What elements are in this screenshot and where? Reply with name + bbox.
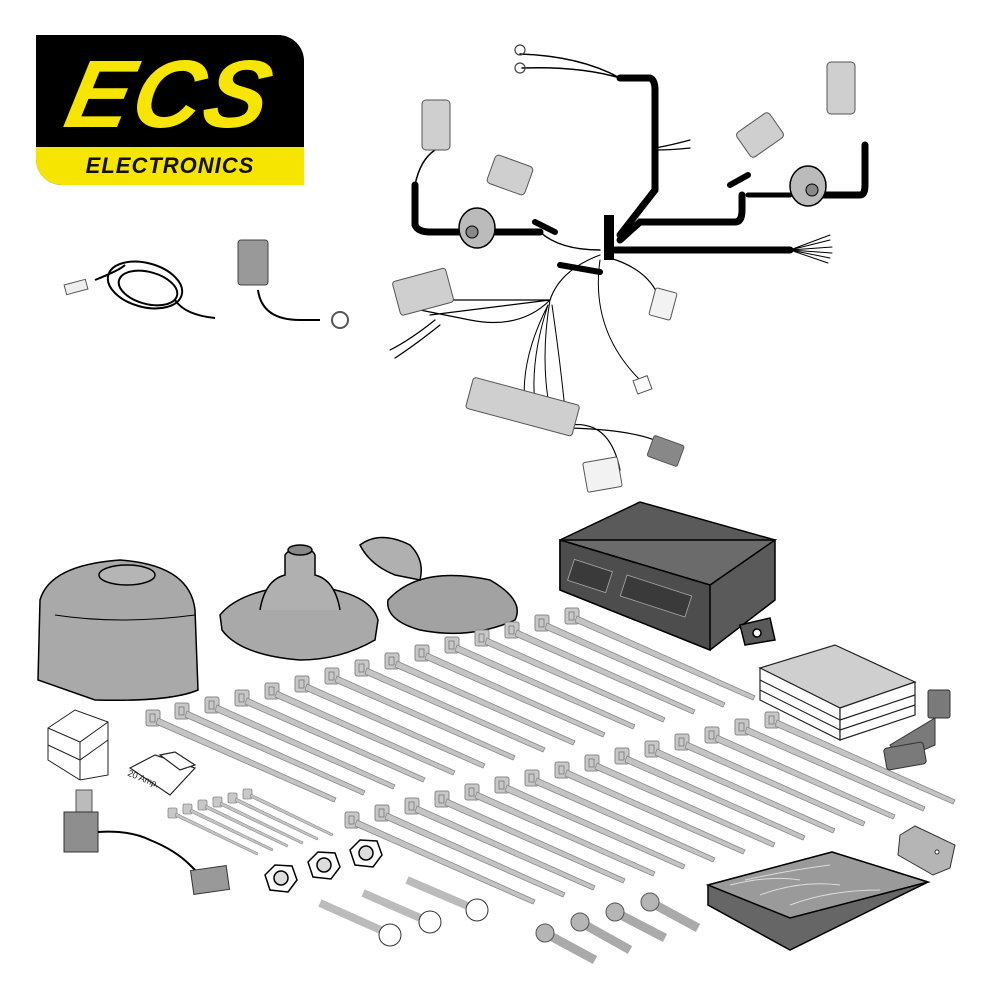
cable-ties-small xyxy=(167,788,334,856)
connector-left-upright xyxy=(421,99,451,151)
buzzer xyxy=(63,789,231,895)
connector-right-upright xyxy=(826,61,856,115)
small-white-connector xyxy=(648,287,678,321)
mounting-bracket xyxy=(883,689,951,771)
connector-left-angled xyxy=(486,154,534,196)
small-connector xyxy=(897,825,956,876)
ring-terminals-top xyxy=(514,44,526,74)
control-module xyxy=(559,501,778,652)
hex-nuts xyxy=(264,839,383,893)
instruction-manuals xyxy=(758,644,917,741)
cable-grommet xyxy=(359,536,518,635)
connector-right-angled xyxy=(736,112,784,158)
main-harness xyxy=(389,53,869,471)
ecs-logo: ECS ELECTRONICS xyxy=(36,35,304,185)
socket-gasket xyxy=(219,544,379,661)
phillips-screws xyxy=(318,876,489,947)
fuse-holder xyxy=(47,709,109,781)
ground-lead xyxy=(237,239,349,329)
multipin-connector-upper xyxy=(392,267,454,316)
logo-subtitle: ELECTRONICS xyxy=(85,153,255,178)
harness-grommet-right xyxy=(789,165,827,207)
dark-connector xyxy=(646,435,685,467)
harness-grommet-left xyxy=(458,207,496,249)
socket-13-pin xyxy=(37,559,199,702)
blade-fuse xyxy=(128,751,197,796)
spacers xyxy=(535,892,701,964)
white-connector-bottom xyxy=(582,456,623,493)
multipin-connector-lower xyxy=(465,377,580,437)
extension-cable xyxy=(63,260,216,319)
spade-terminal xyxy=(632,375,653,395)
logo-band xyxy=(36,147,304,185)
adhesive-pads xyxy=(705,851,931,951)
